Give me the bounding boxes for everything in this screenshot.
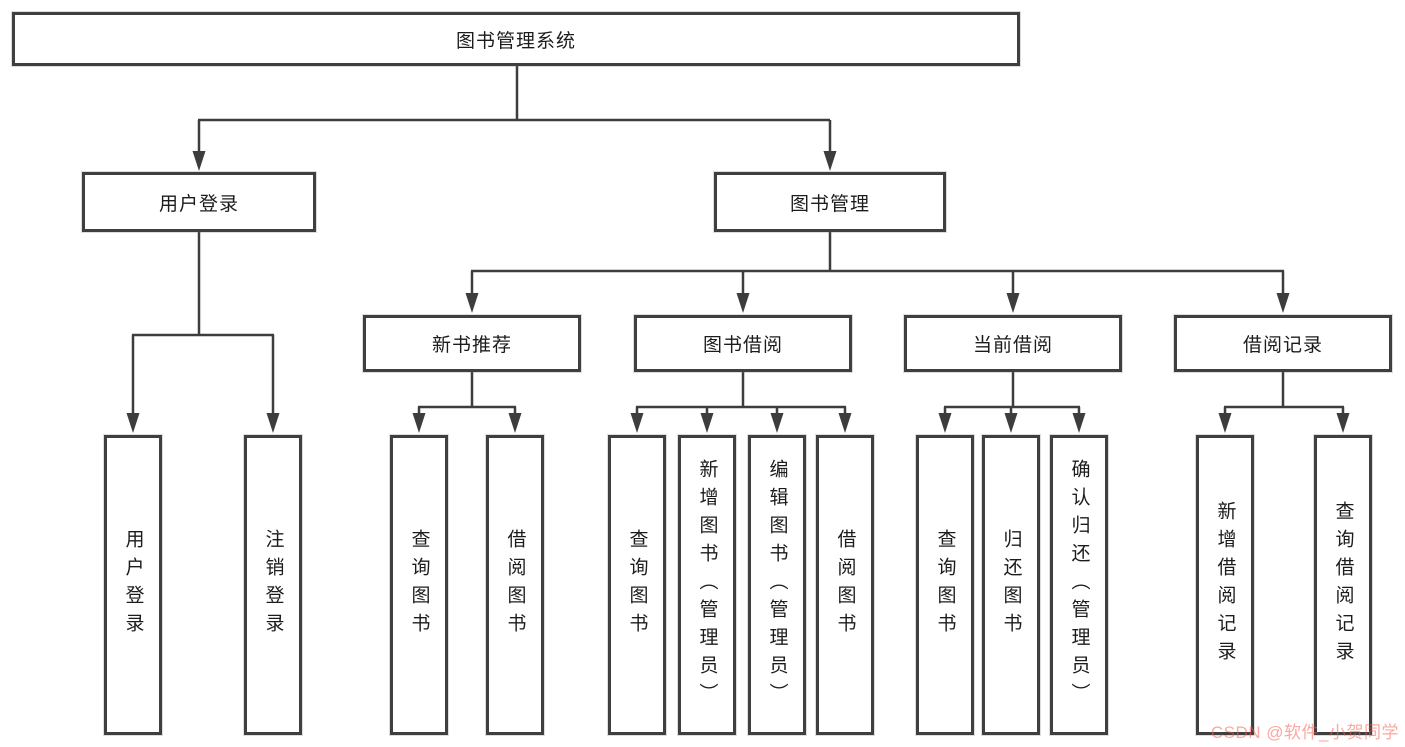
arrowhead xyxy=(1072,413,1086,433)
node-label: 新书推荐 xyxy=(431,335,512,356)
arrowhead xyxy=(770,413,784,433)
arrowhead xyxy=(736,293,750,313)
node-book-management: 图书管理 xyxy=(714,172,946,232)
arrowhead xyxy=(465,293,479,313)
node-borrow-records: 借阅记录 xyxy=(1174,315,1392,372)
node-leaf-edit-book-admin: 编辑图书（管理员） xyxy=(748,435,806,735)
node-leaf-add-book-admin: 新增图书（管理员） xyxy=(678,435,736,735)
connector-root-to-level2 xyxy=(197,66,832,153)
node-leaf-query-books-2: 查询图书 xyxy=(608,435,666,735)
arrowhead xyxy=(1276,293,1290,313)
arrowhead xyxy=(1006,293,1020,313)
node-leaf-borrow-books-2: 借阅图书 xyxy=(816,435,874,735)
node-user-login-module: 用户登录 xyxy=(82,172,316,232)
arrowhead xyxy=(700,413,714,433)
node-current-borrow: 当前借阅 xyxy=(904,315,1122,372)
node-label: 新增借阅记录 xyxy=(1214,501,1236,669)
node-leaf-confirm-return-admin: 确认归还（管理员） xyxy=(1050,435,1108,735)
arrowhead xyxy=(1004,413,1018,433)
node-label: 查询借阅记录 xyxy=(1332,501,1354,669)
connector-bookmgmt-to-level3 xyxy=(470,232,1285,296)
node-label: 查询图书 xyxy=(408,529,430,641)
connector-bookborrow-to-leaves xyxy=(635,372,847,416)
node-leaf-add-borrow-record: 新增借阅记录 xyxy=(1196,435,1254,735)
node-leaf-query-books-3: 查询图书 xyxy=(916,435,974,735)
arrowhead xyxy=(838,413,852,433)
node-label: 确认归还（管理员） xyxy=(1068,459,1090,711)
arrowhead xyxy=(938,413,952,433)
arrowhead xyxy=(412,413,426,433)
node-leaf-query-borrow-record: 查询借阅记录 xyxy=(1314,435,1372,735)
arrowhead xyxy=(1218,413,1232,433)
node-label: 注销登录 xyxy=(262,529,284,641)
node-label: 查询图书 xyxy=(626,529,648,641)
arrowhead xyxy=(508,413,522,433)
node-label: 查询图书 xyxy=(934,529,956,641)
connector-records-to-leaves xyxy=(1223,372,1345,416)
node-leaf-user-login: 用户登录 xyxy=(104,435,162,735)
node-leaf-return-book: 归还图书 xyxy=(982,435,1040,735)
node-label: 图书管理系统 xyxy=(455,30,576,52)
arrowhead xyxy=(823,151,837,171)
node-label: 编辑图书（管理员） xyxy=(766,459,788,711)
arrowhead xyxy=(266,413,280,433)
arrowhead xyxy=(192,151,206,171)
arrowhead xyxy=(1336,413,1350,433)
node-book-borrow: 图书借阅 xyxy=(634,315,852,372)
node-leaf-logout: 注销登录 xyxy=(244,435,302,735)
arrowhead xyxy=(630,413,644,433)
node-label: 用户登录 xyxy=(158,193,239,215)
node-label: 借阅图书 xyxy=(504,529,526,641)
node-label: 借阅记录 xyxy=(1242,335,1323,356)
connector-currentborrow-to-leaves xyxy=(943,372,1081,416)
connector-newbook-to-leaves xyxy=(417,372,517,416)
node-label: 新增图书（管理员） xyxy=(696,459,718,711)
arrowhead xyxy=(126,413,140,433)
node-label: 图书管理 xyxy=(789,193,870,215)
node-root-system: 图书管理系统 xyxy=(12,12,1020,66)
node-label: 归还图书 xyxy=(1000,529,1022,641)
connector-userlogin-to-leaves xyxy=(131,232,275,415)
node-leaf-query-books-1: 查询图书 xyxy=(390,435,448,735)
node-label: 当前借阅 xyxy=(972,335,1053,356)
node-leaf-borrow-books-1: 借阅图书 xyxy=(486,435,544,735)
node-label: 借阅图书 xyxy=(834,529,856,641)
node-label: 用户登录 xyxy=(122,529,144,641)
node-label: 图书借阅 xyxy=(702,335,783,356)
node-new-book-recommend: 新书推荐 xyxy=(363,315,581,372)
csdn-watermark: CSDN @软件_小贺同学 xyxy=(1210,723,1399,742)
